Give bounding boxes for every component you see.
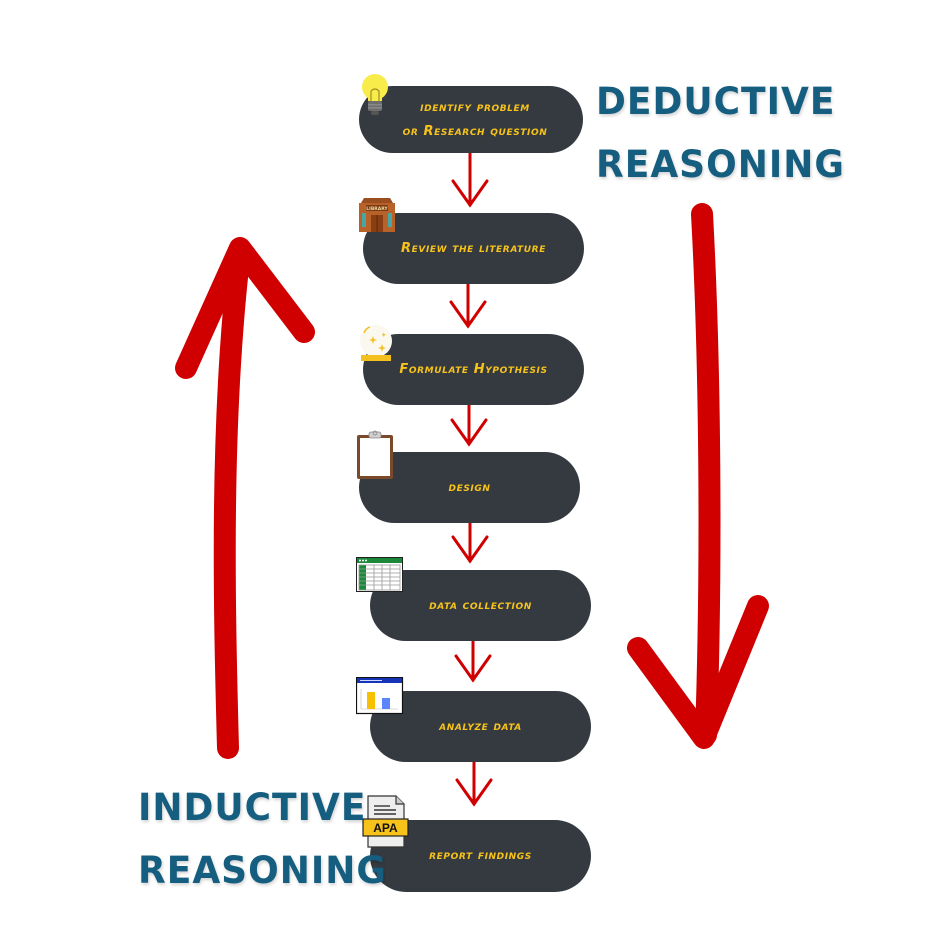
step-label: analyze data (439, 718, 522, 734)
apa-document-icon: APA (362, 795, 410, 849)
deductive-label-line2: REASONING (596, 143, 845, 187)
deductive-arrow-head (627, 595, 769, 749)
inductive-reasoning-label: INDUCTIVE REASONING (138, 777, 387, 903)
connector-arrow-1 (451, 151, 489, 208)
clipboard-icon (356, 430, 396, 482)
apa-label-text: APA (373, 821, 398, 835)
connector-arrow-2 (449, 282, 487, 329)
step-label: Review the literature (401, 240, 546, 256)
step-review-literature: Review the literature (363, 213, 584, 284)
step-label: data collection (429, 597, 532, 613)
inductive-arrow-shaft (213, 239, 251, 759)
step-identify-problem: identify problem or Research question (359, 86, 583, 153)
inductive-label-line2: REASONING (138, 849, 387, 893)
step-design: design (359, 452, 580, 523)
inductive-label-line1: INDUCTIVE (138, 786, 367, 830)
step-data-collection: data collection (370, 570, 591, 641)
crystal-ball-icon (358, 325, 398, 363)
bar-chart-icon (356, 677, 404, 715)
connector-arrow-6 (455, 760, 493, 807)
library-icon: LIBRARY (357, 197, 397, 232)
inductive-arrow-head (175, 237, 315, 379)
step-label: report findings (429, 848, 532, 863)
connector-arrow-5 (454, 639, 492, 683)
step-analyze-data: analyze data (370, 691, 591, 762)
step-label: design (448, 479, 491, 495)
deductive-arrow-shaft (691, 203, 721, 746)
library-sign-text: LIBRARY (366, 206, 388, 212)
connector-arrow-3 (450, 403, 488, 447)
step-formulate-hypothesis: Formulate Hypothesis (363, 334, 584, 405)
deductive-label-line1: DEDUCTIVE (596, 80, 836, 124)
lightbulb-icon (360, 73, 390, 117)
connector-arrow-4 (451, 521, 489, 564)
step-label: identify problem or Research question (402, 99, 548, 139)
step-label: Formulate Hypothesis (399, 361, 548, 377)
spreadsheet-icon (356, 557, 404, 593)
deductive-reasoning-label: DEDUCTIVE REASONING (596, 71, 845, 197)
